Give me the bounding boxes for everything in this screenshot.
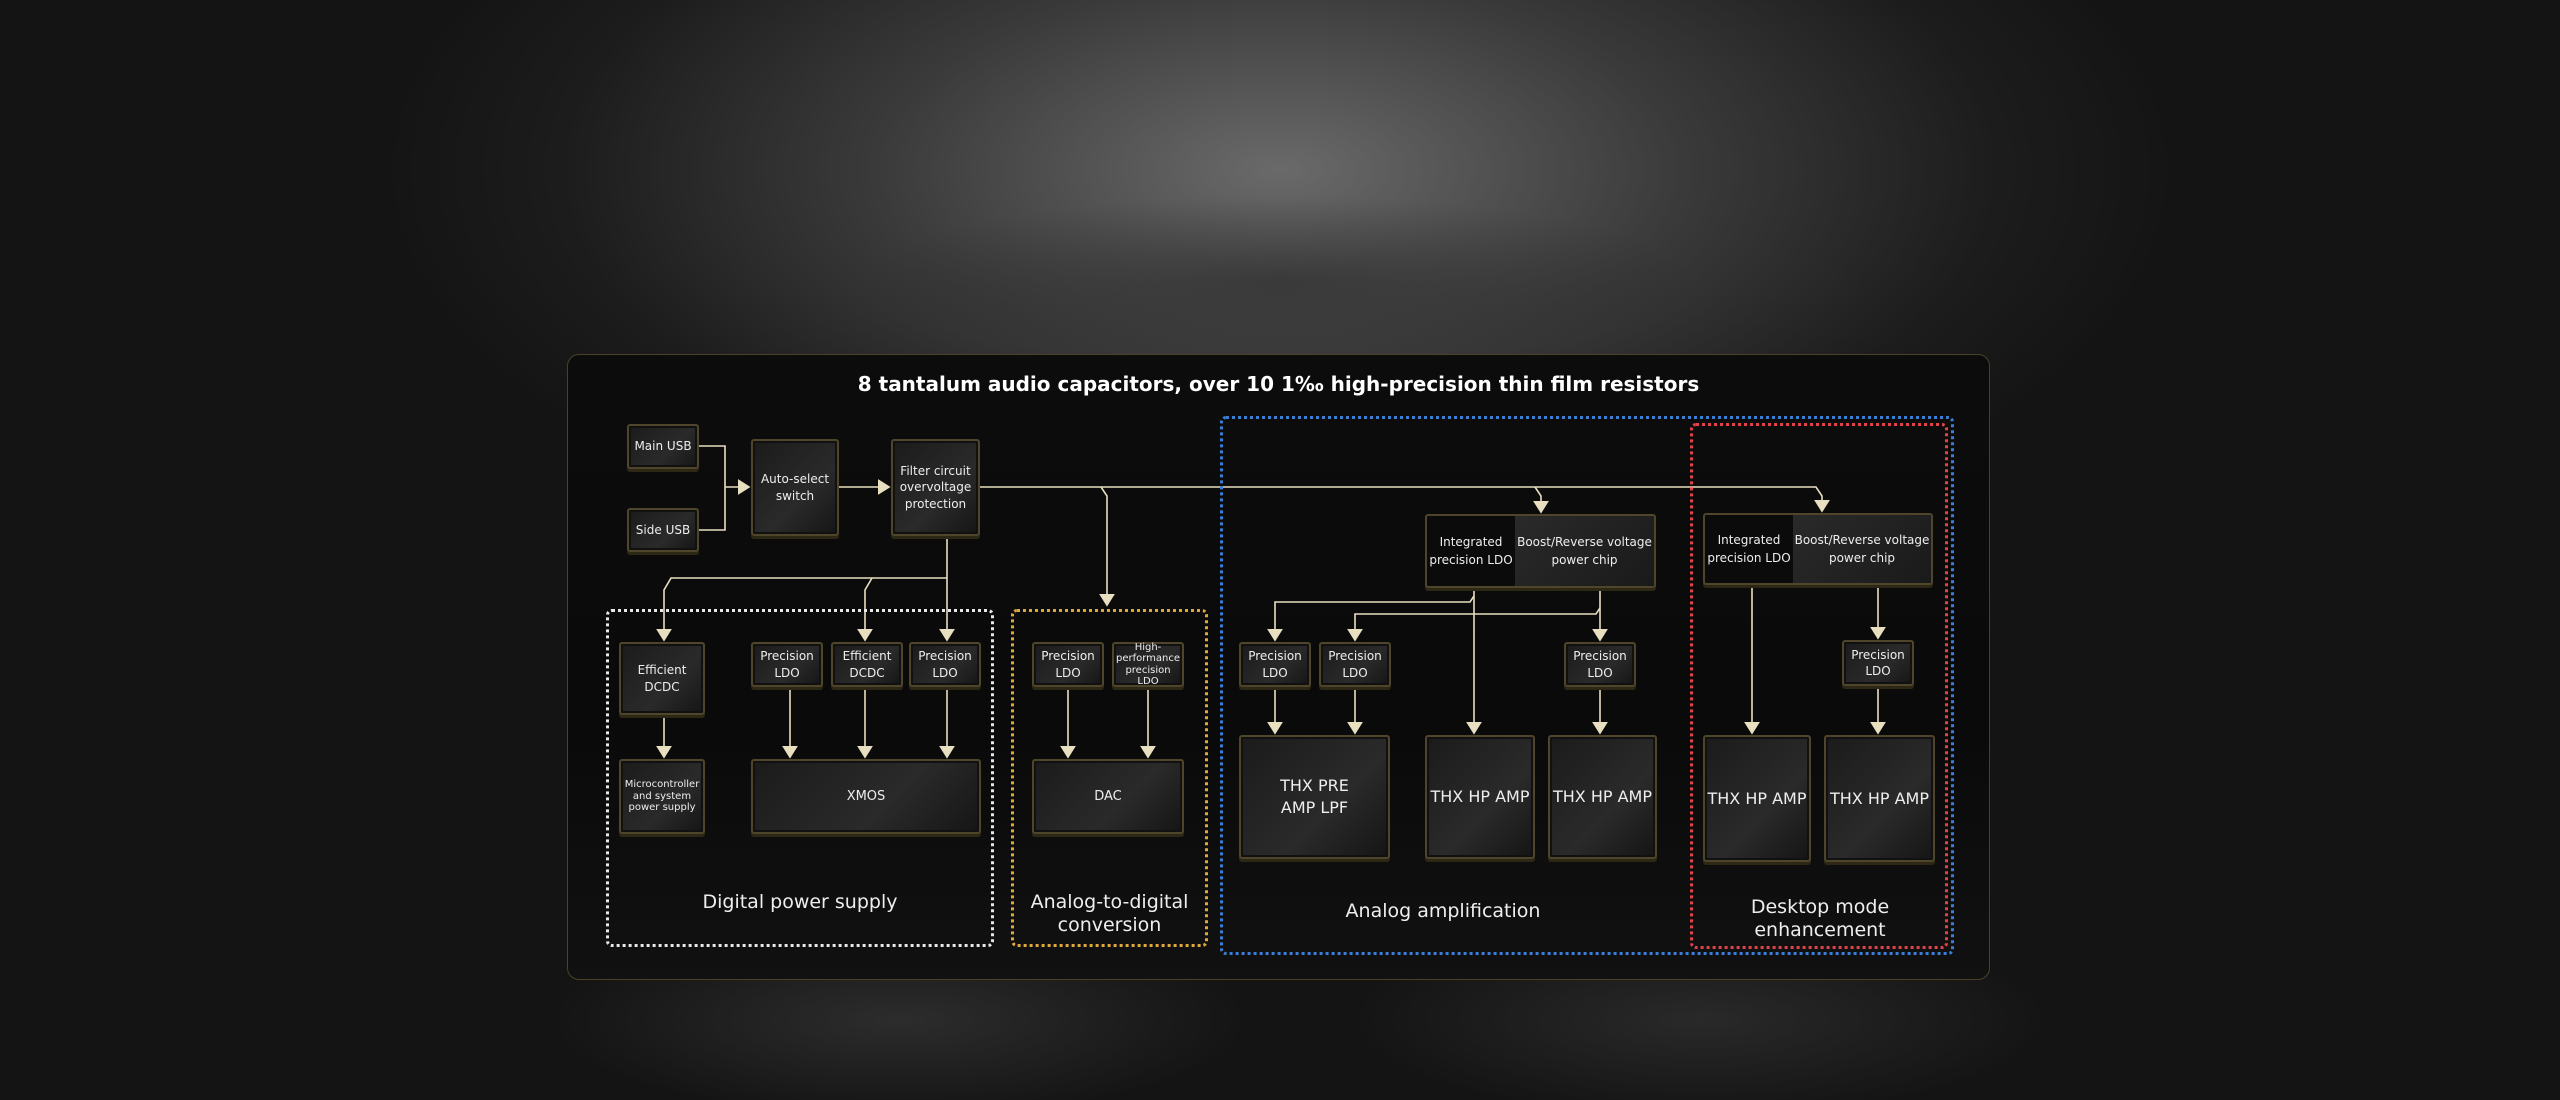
precision-ldo-block: Precision LDO [909, 642, 981, 687]
desktop-mode-label: Desktop mode enhancement [1750, 896, 1890, 941]
integrated-ldo-section: Integrated precision LDO [1429, 535, 1513, 567]
microcontroller-block: Microcontroller and system power supply [619, 759, 705, 834]
thx-hp-amp-block: THX HP AMP [1548, 735, 1657, 859]
analog-amplification-group [1220, 416, 1954, 955]
boost-reverse-section: Boost/Reverse voltage power chip [1793, 515, 1931, 583]
digital-power-group [606, 609, 994, 947]
thx-hp-amp-block: THX HP AMP [1703, 735, 1811, 862]
precision-ldo-block: Precision LDO [1032, 642, 1104, 687]
boost-reverse-section: Boost/Reverse voltage power chip [1515, 516, 1654, 586]
xmos-block: XMOS [751, 759, 981, 834]
desktop-power-chip: Integrated precision LDO Boost/Reverse v… [1703, 513, 1933, 585]
main-usb-block: Main USB [627, 424, 699, 469]
auto-select-switch-block: Auto-select switch [751, 439, 839, 536]
precision-ldo-block: Precision LDO [1319, 642, 1391, 687]
filter-circuit-block: Filter circuit overvoltage protection [891, 439, 980, 536]
adc-group [1011, 609, 1208, 947]
desktop-mode-group [1690, 423, 1948, 949]
adc-label: Analog-to-digital conversion [1030, 891, 1189, 936]
efficient-dcdc-block: Efficient DCDC [619, 642, 705, 715]
thx-hp-amp-block: THX HP AMP [1824, 735, 1935, 862]
analog-amplification-label: Analog amplification [1345, 900, 1541, 922]
precision-ldo-block: Precision LDO [1842, 640, 1914, 686]
high-performance-ldo-block: High-performance precision LDO [1112, 642, 1184, 687]
dac-block: DAC [1032, 759, 1184, 834]
diagram-title: 8 tantalum audio capacitors, over 10 1‰ … [857, 372, 1700, 396]
integrated-ldo-section: Integrated precision LDO [1707, 533, 1791, 565]
side-usb-block: Side USB [627, 508, 699, 552]
precision-ldo-block: Precision LDO [751, 642, 823, 687]
analog-power-chip: Integrated precision LDO Boost/Reverse v… [1425, 514, 1656, 588]
thx-pre-amp-block: THX PRE AMP LPF [1239, 735, 1390, 859]
efficient-dcdc-block: Efficient DCDC [831, 642, 903, 687]
precision-ldo-block: Precision LDO [1239, 642, 1311, 687]
digital-power-label: Digital power supply [702, 891, 898, 913]
thx-hp-amp-block: THX HP AMP [1425, 735, 1535, 859]
precision-ldo-block: Precision LDO [1564, 642, 1636, 687]
